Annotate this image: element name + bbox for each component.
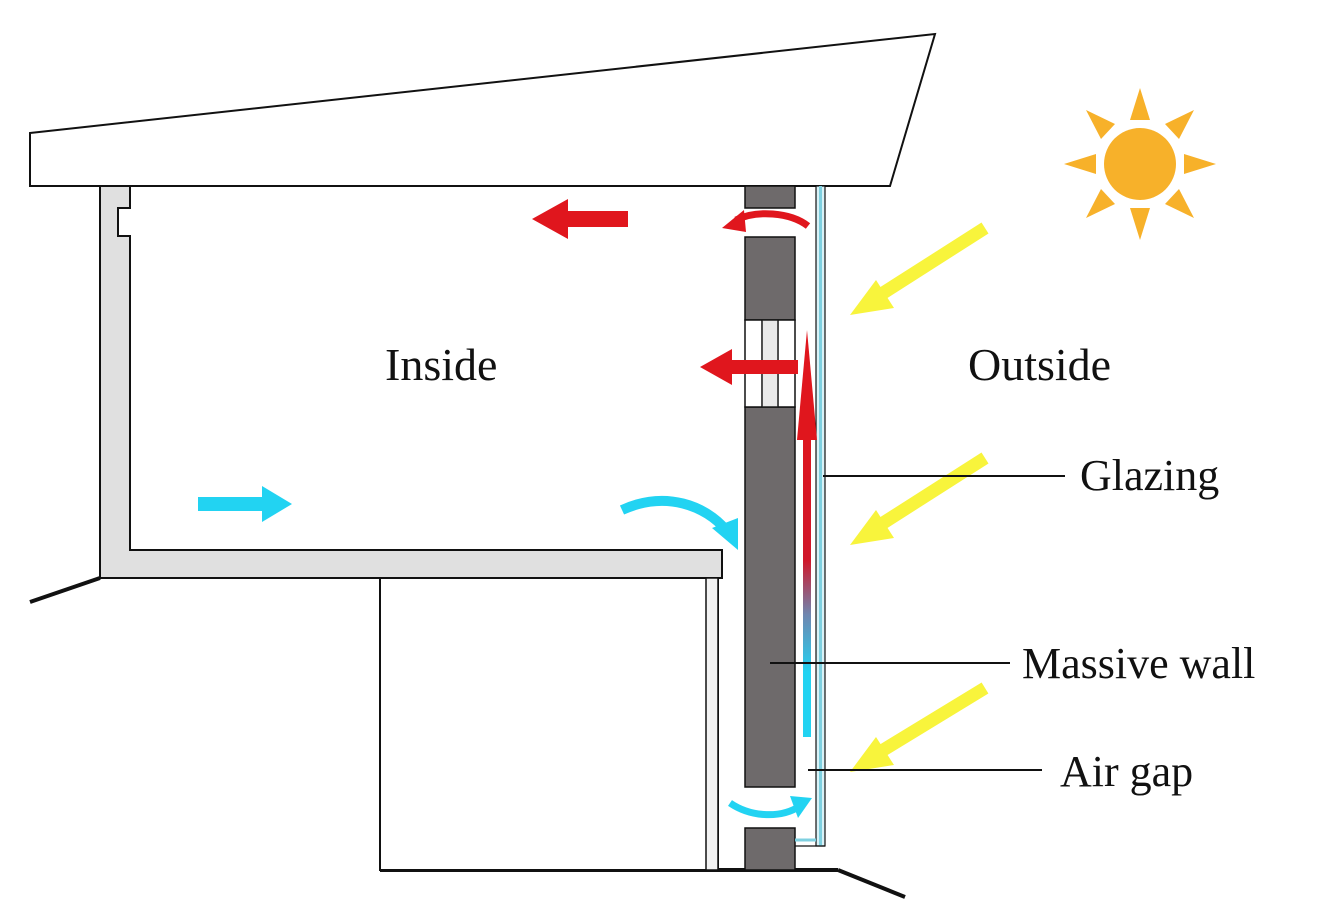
glazing-label: Glazing [1080,451,1219,500]
glazing [795,185,826,847]
massive-wall-upper [744,236,796,321]
solar-ray-bottom [850,682,989,772]
lower-room-wall [705,577,719,871]
massive-wall-main [744,406,796,788]
solar-ray-top [850,222,989,315]
air-gap-flow-arrow [797,330,817,737]
warm-air-arrow-top [532,199,628,239]
ground-line-right [837,868,906,899]
cool-air-arrow-floor [198,486,292,522]
lower-room [379,577,719,871]
massive-wall-bottom-block [744,827,796,871]
outside-label: Outside [968,339,1111,390]
massive-wall-top-block [744,185,796,209]
sun-icon [1064,88,1216,240]
inside-label: Inside [385,339,497,390]
warm-air-arrow-window [700,349,798,385]
cool-air-arrow-bottom-vent [728,796,812,819]
warm-air-arrow-vent [722,210,811,232]
cool-air-arrow-curve [619,495,738,550]
solar-ray-middle [850,452,989,545]
air-gap-label: Air gap [1060,747,1193,796]
massive-wall-label: Massive wall [1022,639,1255,688]
ground-line-left [29,576,101,604]
roof [29,32,937,187]
